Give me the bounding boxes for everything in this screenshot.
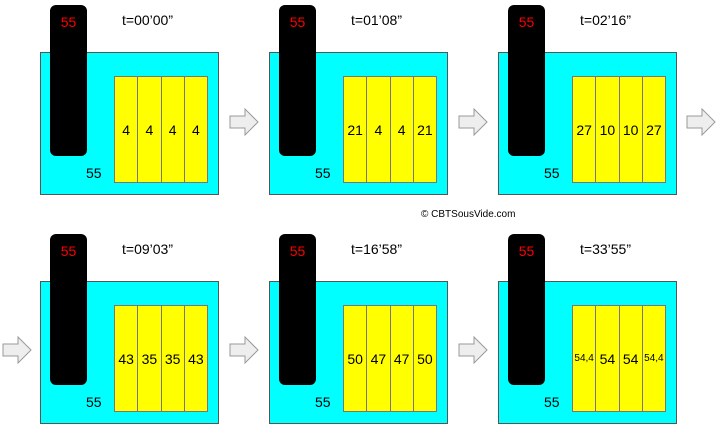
immersion-circulator [279, 5, 316, 156]
immersion-circulator [50, 234, 87, 385]
food-layer-temp: 27 [573, 77, 597, 182]
arrow-right-icon [2, 336, 32, 364]
setpoint-temp: 55 [60, 243, 77, 259]
food-layer-temp: 4 [367, 77, 391, 182]
food-layer-temp: 50 [413, 306, 436, 411]
immersion-circulator [508, 5, 545, 156]
food-layer-temp: 54 [619, 306, 643, 411]
bath-temp: 55 [86, 394, 102, 410]
arrow-right-icon [458, 336, 488, 364]
time-label: t=16’58” [351, 241, 402, 257]
immersion-circulator [279, 234, 316, 385]
food-layer-temp: 54,4 [642, 306, 665, 411]
food-layer-temp: 4 [138, 77, 162, 182]
food-layer-temp: 4 [161, 77, 185, 182]
setpoint-temp: 55 [289, 14, 306, 30]
food-layer-temp: 43 [184, 306, 207, 411]
setpoint-temp: 55 [60, 14, 77, 30]
arrow-right-icon [229, 108, 259, 136]
setpoint-temp: 55 [518, 14, 535, 30]
bath-temp: 55 [315, 394, 331, 410]
food-layer-temp: 21 [413, 77, 436, 182]
immersion-circulator [508, 234, 545, 385]
setpoint-temp: 55 [518, 243, 535, 259]
food-layer-temp: 35 [138, 306, 162, 411]
food-layer-temp: 50 [344, 306, 368, 411]
food-layer-temp: 21 [344, 77, 368, 182]
food-layer-temp: 10 [596, 77, 620, 182]
food-layer-temp: 4 [115, 77, 139, 182]
bath-temp: 55 [315, 165, 331, 181]
food-layer-temp: 47 [367, 306, 391, 411]
arrow-right-icon [229, 336, 259, 364]
food-layer-temp: 4 [184, 77, 207, 182]
food-layer-temp: 35 [161, 306, 185, 411]
food-layer-temp: 43 [115, 306, 139, 411]
bath-temp: 55 [544, 165, 560, 181]
immersion-circulator [50, 5, 87, 156]
time-label: t=02’16” [580, 12, 631, 28]
food-layer-temp: 47 [390, 306, 414, 411]
copyright: © CBTSousVide.com [421, 209, 516, 220]
food-layer-temp: 10 [619, 77, 643, 182]
time-label: t=09’03” [122, 241, 173, 257]
food-layer-temp: 4 [390, 77, 414, 182]
arrow-right-icon [458, 108, 488, 136]
food-layer-temp: 54 [596, 306, 620, 411]
time-label: t=00’00” [122, 12, 173, 28]
bath-temp: 55 [86, 165, 102, 181]
bath-temp: 55 [544, 394, 560, 410]
time-label: t=33’55” [580, 241, 631, 257]
time-label: t=01’08” [351, 12, 402, 28]
setpoint-temp: 55 [289, 243, 306, 259]
food-layer-temp: 27 [642, 77, 665, 182]
food-layer-temp: 54,4 [573, 306, 597, 411]
arrow-right-icon [686, 108, 716, 136]
